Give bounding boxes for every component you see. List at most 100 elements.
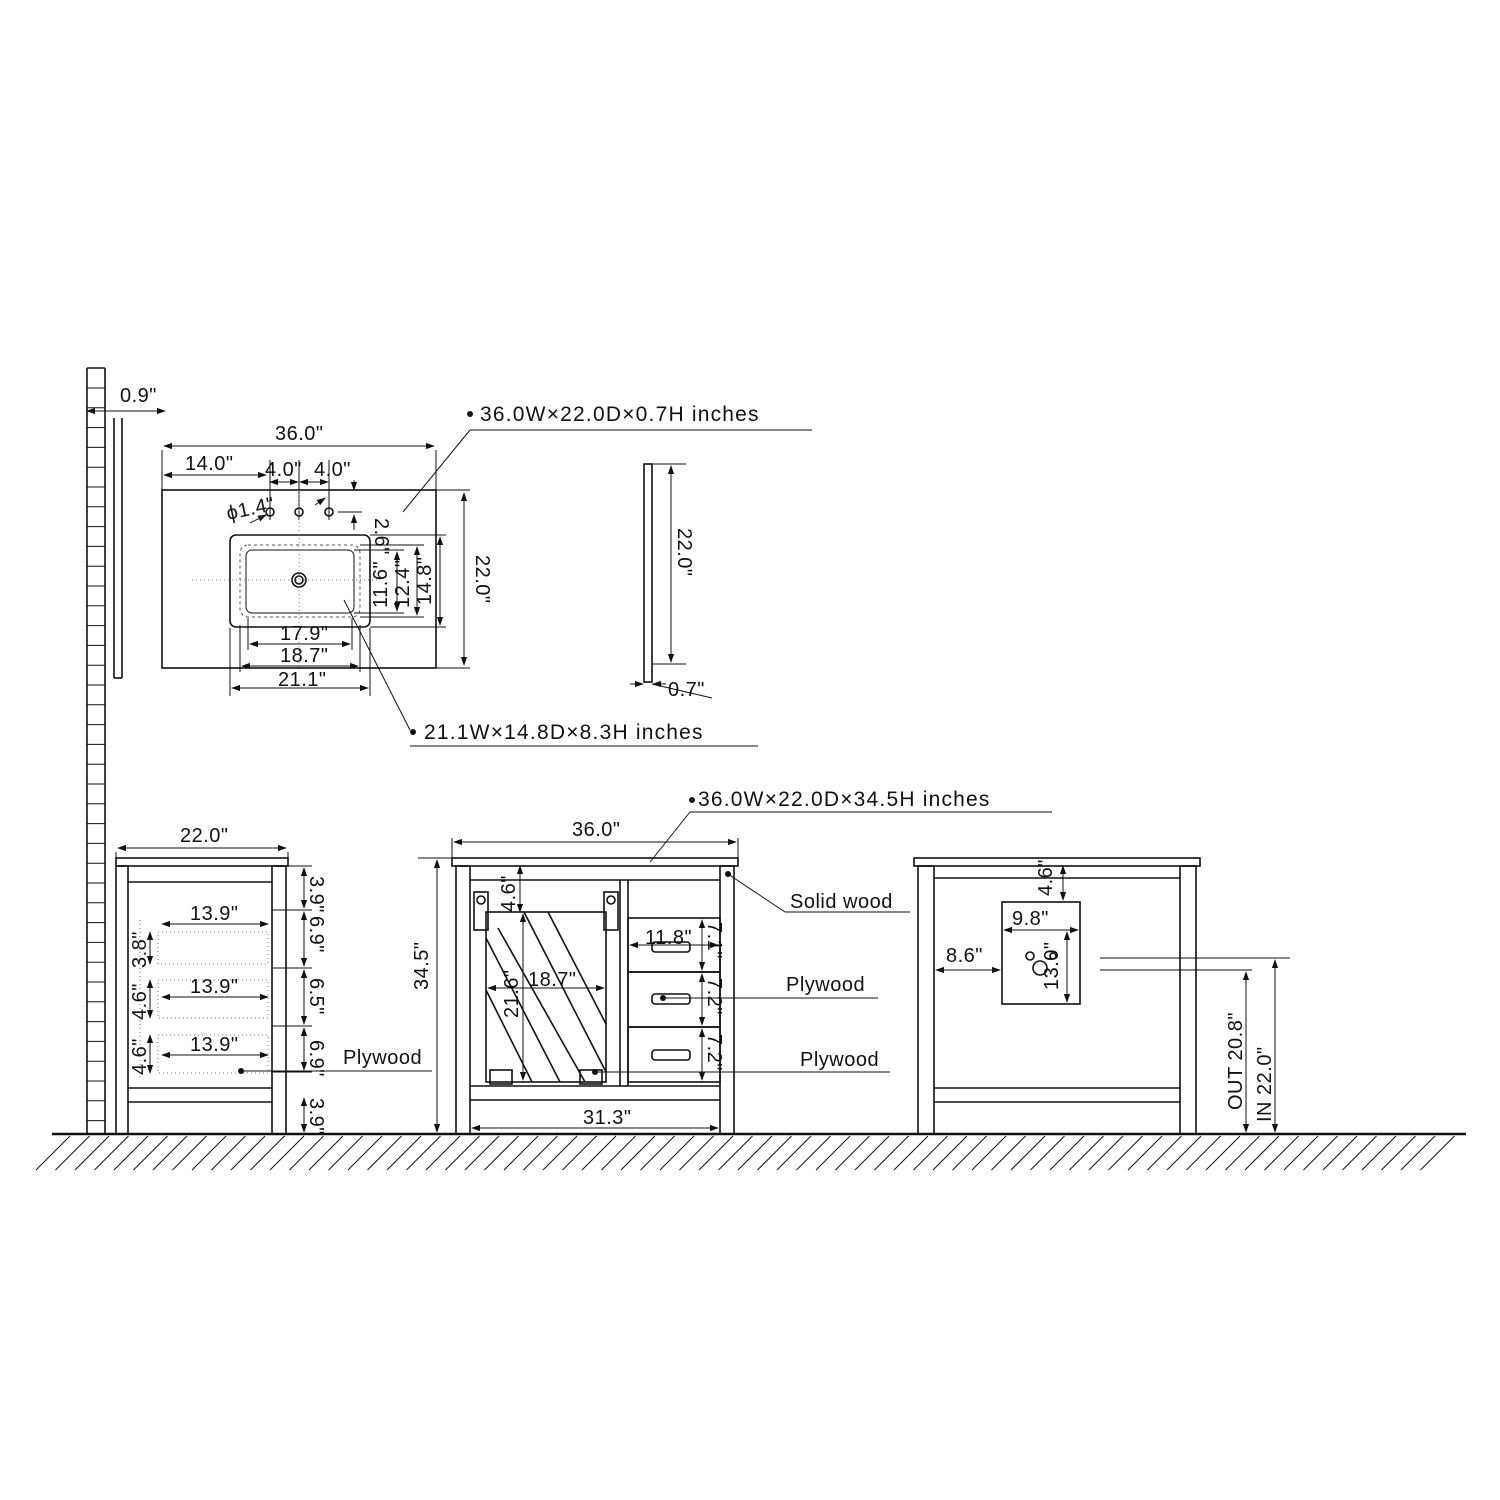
ground-hatch-line bbox=[796, 1135, 831, 1171]
sink-mid-depth-label: 12.4" bbox=[392, 559, 414, 608]
hole-spacing-right-label: 4.0" bbox=[314, 459, 351, 481]
front-spec-label: 36.0W×22.0D×34.5H inches bbox=[698, 788, 991, 811]
ground-hatch-line bbox=[835, 1135, 870, 1171]
ground-hatch-line bbox=[601, 1135, 636, 1171]
sink-top-view: 17.9" 18.7" 21.1" 11.6" 12.4" 14.8" 21.1… bbox=[192, 490, 758, 747]
side-material-label: Plywood bbox=[343, 1047, 422, 1069]
ground-hatch-line bbox=[1010, 1135, 1046, 1171]
ground-hatch-line bbox=[308, 1135, 344, 1171]
ground-hatch-line bbox=[952, 1135, 987, 1171]
sink-outer-depth-label: 14.8" bbox=[414, 556, 436, 605]
front-width-label: 36.0" bbox=[572, 819, 621, 841]
ground-hatch-line bbox=[1361, 1135, 1397, 1171]
side-drawer-height-3: 4.6" bbox=[129, 1038, 151, 1075]
ground-hatch-line bbox=[1342, 1135, 1377, 1171]
front-door-width-label: 18.7" bbox=[528, 969, 577, 991]
ground-hatch-line bbox=[406, 1135, 441, 1171]
ground-hatch-line bbox=[230, 1135, 266, 1171]
ground-hatch-line bbox=[1303, 1135, 1338, 1171]
front-drawer-height-1: 7.1" bbox=[703, 922, 725, 959]
ground-hatch-line bbox=[932, 1135, 968, 1171]
front-height-label: 34.5" bbox=[411, 941, 433, 990]
ground-hatch-line bbox=[386, 1135, 422, 1171]
front-drawer-width-label: 11.8" bbox=[645, 927, 692, 949]
ground-line bbox=[35, 1132, 1466, 1171]
ground-hatch-line bbox=[1205, 1135, 1241, 1171]
ground-hatch-line bbox=[1186, 1135, 1221, 1171]
ground-hatch-line bbox=[484, 1135, 519, 1171]
front-drawer-height-3: 7.2" bbox=[703, 1034, 725, 1071]
front-view: 36.0" 34.5" 4.6" 21.6" 18.7" 11.8" bbox=[411, 788, 1052, 1135]
ground-hatch-line bbox=[250, 1135, 285, 1171]
ground-hatch-line bbox=[757, 1135, 792, 1171]
side-drawer-depth-3: 13.9" bbox=[190, 1034, 239, 1056]
ground-hatch-line bbox=[1283, 1135, 1319, 1171]
hole-setback-label: 2.6" bbox=[370, 518, 392, 555]
ground-hatch-line bbox=[191, 1135, 227, 1171]
ground-hatch-line bbox=[1381, 1135, 1416, 1171]
countertop-width-label: 36.0" bbox=[275, 423, 324, 445]
ground-hatch-line bbox=[640, 1135, 675, 1171]
height-ruler: 0.9" bbox=[86, 367, 166, 1134]
ground-hatch-line bbox=[269, 1135, 305, 1171]
ground-hatch-line bbox=[1244, 1135, 1280, 1171]
ruler-offset-label: 0.9" bbox=[120, 385, 157, 407]
side-spacing-3: 6.5" bbox=[305, 978, 327, 1015]
side-drawer-depth-2: 13.9" bbox=[190, 976, 239, 998]
ground-hatch-line bbox=[620, 1135, 656, 1171]
back-cutout-width-label: 9.8" bbox=[1012, 908, 1049, 930]
sink-spec-label: 21.1W×14.8D×8.3H inches bbox=[424, 721, 704, 744]
ground-hatch-line bbox=[445, 1135, 480, 1171]
ground-hatch-line bbox=[659, 1135, 695, 1171]
ground-hatch-line bbox=[698, 1135, 734, 1171]
side-view-depth-label: 22.0" bbox=[180, 825, 229, 847]
side-drawer-depth-1: 13.9" bbox=[190, 903, 239, 925]
ground-hatch-line bbox=[581, 1135, 617, 1171]
back-view: 4.6" 9.8" 13.0" 8.6" OUT 20.8" IN 22.0" bbox=[913, 857, 1290, 1135]
ground-hatch-line bbox=[1049, 1135, 1085, 1171]
back-out-height-label: OUT 20.8" bbox=[1225, 1012, 1247, 1110]
sink-mid-width-label: 18.7" bbox=[280, 645, 329, 667]
ground-hatch-line bbox=[152, 1135, 188, 1171]
side-spacing-2: 6.9" bbox=[305, 916, 327, 953]
front-door-height-label: 21.6" bbox=[501, 969, 523, 1018]
ground-hatch-line bbox=[172, 1135, 207, 1171]
sink-inner-depth-label: 11.6" bbox=[370, 561, 392, 608]
hole-diameter-label: ϕ1.4" bbox=[224, 493, 276, 525]
ground-hatch-line bbox=[55, 1135, 90, 1171]
ground-hatch-line bbox=[854, 1135, 890, 1171]
ground-hatch-line bbox=[1030, 1135, 1065, 1171]
ground-hatch-line bbox=[328, 1135, 363, 1171]
ground-hatch-line bbox=[367, 1135, 402, 1171]
ground-hatch-line bbox=[679, 1135, 714, 1171]
back-in-height-label: IN 22.0" bbox=[1254, 1046, 1276, 1122]
ground-hatch-line bbox=[542, 1135, 578, 1171]
ground-hatch-line bbox=[425, 1135, 461, 1171]
ground-hatch-line bbox=[815, 1135, 851, 1171]
side-spacing-5: 3.9" bbox=[305, 1098, 327, 1135]
back-side-offset-label: 8.6" bbox=[946, 945, 983, 967]
ground-hatch-line bbox=[991, 1135, 1026, 1171]
front-top-rail-label: 4.6" bbox=[498, 875, 520, 912]
ground-hatch-line bbox=[1400, 1135, 1436, 1171]
side-spacing-1: 3.9" bbox=[305, 876, 327, 913]
sink-outer-width-label: 21.1" bbox=[278, 669, 327, 691]
hole-spacing-left-label: 4.0" bbox=[265, 459, 302, 481]
ground-hatch-line bbox=[1147, 1135, 1182, 1171]
ground-hatch-line bbox=[1069, 1135, 1104, 1171]
back-cutout-height-label: 13.0" bbox=[1041, 941, 1063, 990]
front-bottom-material-label: Plywood bbox=[800, 1049, 879, 1071]
side-view: 22.0" 13.9" 13.9" 13.9" 3.8" 4.6" 4.6" 3… bbox=[115, 825, 432, 1135]
ground-hatch-line bbox=[94, 1135, 129, 1171]
ground-hatch-line bbox=[289, 1135, 324, 1171]
ground-hatch-line bbox=[776, 1135, 812, 1171]
ground-hatch-line bbox=[464, 1135, 500, 1171]
ground-hatch-line bbox=[737, 1135, 773, 1171]
countertop-side-view: 22.0" 0.7" bbox=[630, 463, 713, 701]
countertop-spec-label: 36.0W×22.0D×0.7H inches bbox=[480, 403, 760, 426]
ground-hatch-line bbox=[1264, 1135, 1299, 1171]
ground-hatch-line bbox=[74, 1135, 110, 1171]
countertop-top-view: 36.0" 14.0" 4.0" 4.0" ϕ1.4" 2.6" 22.0" 3… bbox=[161, 403, 812, 669]
ground-hatch-line bbox=[1108, 1135, 1143, 1171]
